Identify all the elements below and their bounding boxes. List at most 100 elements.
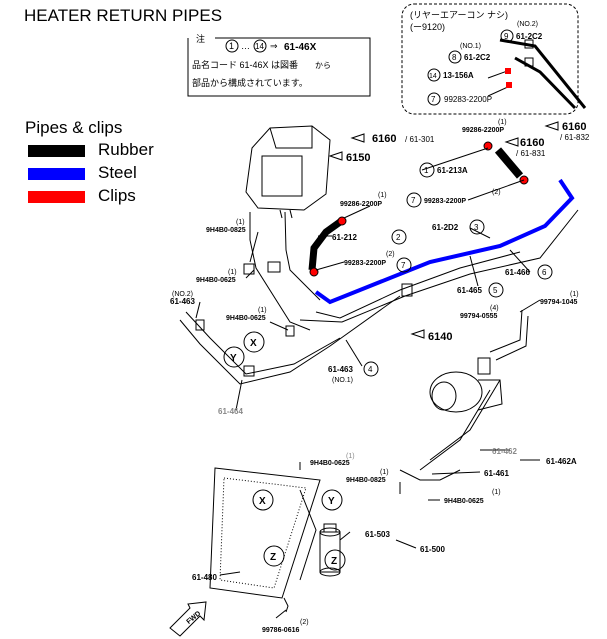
inset-clip <box>506 82 512 88</box>
svg-text:61-463: 61-463 <box>328 365 353 374</box>
svg-text:8: 8 <box>452 53 457 62</box>
svg-text:9H4B0-0625: 9H4B0-0625 <box>226 315 266 322</box>
svg-text:61-503: 61-503 <box>365 530 390 539</box>
svg-text:(NO.2): (NO.2) <box>517 21 538 28</box>
svg-text:61-465: 61-465 <box>457 286 482 295</box>
part-labels: 6160 / 61-301 6150 6160 / 61-832 6160 / … <box>170 119 590 634</box>
svg-text:7: 7 <box>431 95 436 104</box>
svg-text:13-156A: 13-156A <box>443 71 474 80</box>
svg-text:(1): (1) <box>498 119 507 126</box>
svg-text:61-2C2: 61-2C2 <box>516 32 543 41</box>
condenser <box>209 467 341 613</box>
left-pipe-bundle <box>179 211 413 385</box>
svg-text:99283-2200P: 99283-2200P <box>444 95 492 104</box>
svg-text:9H4B0-0625: 9H4B0-0625 <box>196 277 236 284</box>
svg-text:61-463: 61-463 <box>170 297 195 306</box>
svg-text:99283-2200P: 99283-2200P <box>424 198 466 205</box>
note-line2: 品名コード 61-46X は図番 <box>192 59 298 70</box>
svg-text:Z: Z <box>270 552 276 563</box>
ref-arrows <box>328 121 559 339</box>
svg-text:61-461: 61-461 <box>484 469 509 478</box>
diagram-title: HEATER RETURN PIPES <box>24 6 223 25</box>
svg-text:1: 1 <box>424 166 429 175</box>
svg-text:61-2C2: 61-2C2 <box>464 53 491 62</box>
heater-unit <box>245 125 331 219</box>
ref-circles <box>223 162 553 571</box>
svg-text:61-2D2: 61-2D2 <box>432 223 459 232</box>
svg-text:(1): (1) <box>258 307 267 314</box>
svg-text:5: 5 <box>493 286 498 295</box>
fwd-arrow-icon: FWD <box>169 601 207 637</box>
svg-text:X: X <box>259 496 266 507</box>
legend-title: Pipes & clips <box>25 118 123 137</box>
svg-text:3: 3 <box>474 223 479 232</box>
svg-text:9H4B0-0825: 9H4B0-0825 <box>206 227 246 234</box>
svg-text:⇒: ⇒ <box>270 41 278 51</box>
svg-text:(1): (1) <box>378 192 387 199</box>
legend-swatch-steel <box>28 168 85 180</box>
clips <box>309 141 529 277</box>
note-from: 1 <box>229 41 234 51</box>
svg-text:4: 4 <box>368 365 373 374</box>
svg-text:99794-0555: 99794-0555 <box>460 313 497 320</box>
svg-text:Z: Z <box>331 556 337 567</box>
svg-text:/ 61-831: / 61-831 <box>516 149 546 158</box>
note-heading: 注 <box>196 33 205 44</box>
svg-text:2: 2 <box>396 233 401 242</box>
inset-title1: (リヤーエアーコン ナシ) <box>410 10 508 20</box>
leader-lines <box>195 147 541 619</box>
svg-text:61-212: 61-212 <box>332 233 357 242</box>
svg-text:X: X <box>250 338 257 349</box>
svg-text:(1): (1) <box>346 453 355 460</box>
svg-text:(2): (2) <box>300 619 309 626</box>
note-line3: 部品から構成されています。 <box>192 77 308 88</box>
svg-text:6160: 6160 <box>520 137 544 149</box>
note-code: 61-46X <box>284 42 317 53</box>
svg-text:61-462A: 61-462A <box>546 457 577 466</box>
legend-swatch-rubber <box>28 145 85 157</box>
label-6150: 6150 <box>346 152 370 164</box>
svg-text:9: 9 <box>504 32 509 41</box>
svg-text:99286-2200P: 99286-2200P <box>340 201 382 208</box>
svg-text:9H4B0-0625: 9H4B0-0625 <box>310 460 350 467</box>
note-box: 注 1 … 14 ⇒ 61-46X 品名コード 61-46X は図番 から 部品… <box>187 33 371 97</box>
svg-text:99286-2200P: 99286-2200P <box>462 127 504 134</box>
svg-text:(NO.1): (NO.1) <box>332 377 353 384</box>
svg-text:…: … <box>241 41 250 51</box>
svg-text:(NO.1): (NO.1) <box>460 43 481 50</box>
svg-text:6: 6 <box>542 268 547 277</box>
svg-text:(1): (1) <box>380 469 389 476</box>
svg-text:6140: 6140 <box>428 331 452 343</box>
svg-text:(2): (2) <box>492 189 501 196</box>
steel-pipes <box>299 178 579 323</box>
svg-text:(2): (2) <box>386 251 395 258</box>
svg-text:99794-1045: 99794-1045 <box>540 299 577 306</box>
inset-box: (リヤーエアーコン ナシ) (ー9120) (NO.2) 9 61-2C2 (N… <box>401 3 587 115</box>
svg-text:61-462: 61-462 <box>492 447 517 456</box>
svg-text:(1): (1) <box>570 291 579 298</box>
svg-text:61-500: 61-500 <box>420 545 445 554</box>
legend-label-steel: Steel <box>98 163 137 182</box>
svg-text:61-464: 61-464 <box>218 407 243 416</box>
svg-text:61-213A: 61-213A <box>437 166 468 175</box>
svg-text:6160: 6160 <box>562 121 586 133</box>
svg-text:7: 7 <box>401 261 406 270</box>
inset-clip <box>505 68 511 74</box>
svg-text:9H4B0-0825: 9H4B0-0825 <box>346 477 386 484</box>
inset-title2: (ー9120) <box>410 22 445 32</box>
svg-text:/ 61-832: / 61-832 <box>560 133 590 142</box>
svg-text:(NO.2): (NO.2) <box>172 291 193 298</box>
svg-text:Y: Y <box>328 496 335 507</box>
note-line2b: から <box>315 61 331 70</box>
svg-text:7: 7 <box>411 196 416 205</box>
svg-text:/ 61-301: / 61-301 <box>405 135 435 144</box>
svg-text:99786-0616: 99786-0616 <box>262 627 299 634</box>
svg-text:61-480: 61-480 <box>192 573 217 582</box>
svg-text:(1): (1) <box>236 219 245 226</box>
svg-text:(1): (1) <box>492 489 501 496</box>
note-to: 14 <box>255 42 264 51</box>
legend-swatch-clips <box>28 191 85 203</box>
svg-text:Y: Y <box>230 353 237 364</box>
